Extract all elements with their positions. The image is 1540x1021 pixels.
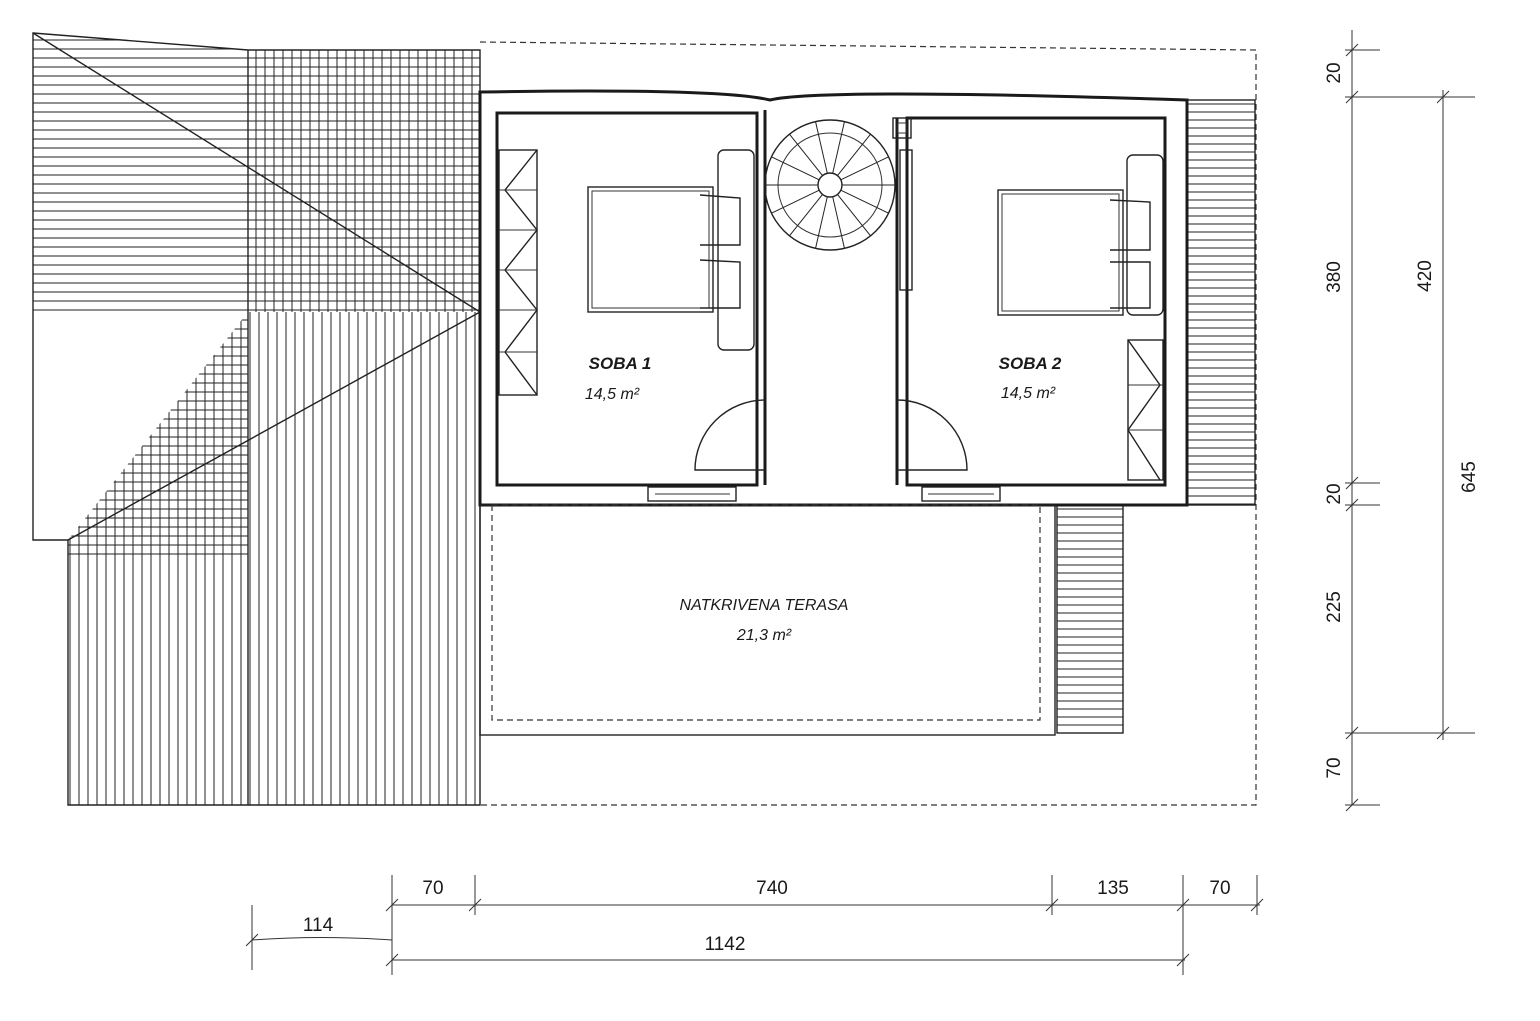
dim-bottom-70-right: 70 [1209, 878, 1230, 899]
room-area-terrace: 21,3 m² [736, 627, 792, 644]
dim-right-70: 70 [1324, 757, 1345, 778]
dim-right-20-top: 20 [1324, 62, 1345, 83]
roof-hatching [32, 32, 481, 806]
dim-bottom-1142: 1142 [705, 934, 746, 955]
dim-right-420: 420 [1415, 260, 1436, 292]
hatch-line [832, 196, 845, 249]
bed-soba-2 [997, 154, 1164, 316]
hatch-line [840, 156, 889, 181]
room-name-soba-2: SOBA 2 [999, 354, 1062, 373]
dim-right-225: 225 [1324, 591, 1345, 623]
spiral-staircase [764, 119, 896, 251]
terrace [479, 504, 1056, 736]
dim-right-20-mid: 20 [1324, 483, 1345, 504]
dim-bottom-135: 135 [1097, 878, 1129, 899]
roof-overhang-outline [479, 41, 1257, 806]
hatch-line [789, 133, 823, 176]
hatch-line [815, 121, 828, 174]
room-name-terrace: NATKRIVENA TERASA [680, 597, 849, 614]
room-area-soba-2: 14,5 m² [1001, 385, 1056, 402]
dimension-lines-right [1345, 30, 1475, 812]
hatch-line [840, 189, 889, 214]
dimension-lines-bottom [245, 875, 1264, 975]
dim-right-645: 645 [1459, 461, 1480, 493]
wardrobe-soba-1 [498, 149, 538, 396]
doors [647, 399, 1001, 502]
room-area-soba-1: 14,5 m² [585, 386, 640, 403]
hatch-line [771, 156, 820, 181]
hatch-line [837, 194, 871, 237]
chimney-shaft [892, 117, 913, 291]
hatch-line [771, 189, 820, 214]
wardrobe-soba-2 [1127, 339, 1164, 481]
hatch-line [832, 121, 845, 174]
bed-soba-1 [587, 149, 755, 351]
room-labels: SOBA 1 14,5 m² SOBA 2 14,5 m² NATKRIVENA… [585, 354, 1062, 644]
dim-bottom-70-left: 70 [422, 878, 443, 899]
dimension-labels-bottom: 70 740 135 70 114 1142 [303, 878, 1231, 955]
right-hatch-strip [1056, 99, 1256, 734]
dim-bottom-740: 740 [756, 878, 788, 899]
hatch-line [789, 194, 823, 237]
dim-bottom-114: 114 [303, 915, 334, 936]
building-walls [478, 89, 1189, 507]
hatch-line [815, 196, 828, 249]
dimension-labels-right: 20 380 20 225 70 420 645 [1324, 62, 1480, 778]
dim-right-380: 380 [1324, 261, 1345, 293]
room-name-soba-1: SOBA 1 [589, 354, 652, 373]
hatch-line [837, 133, 871, 176]
